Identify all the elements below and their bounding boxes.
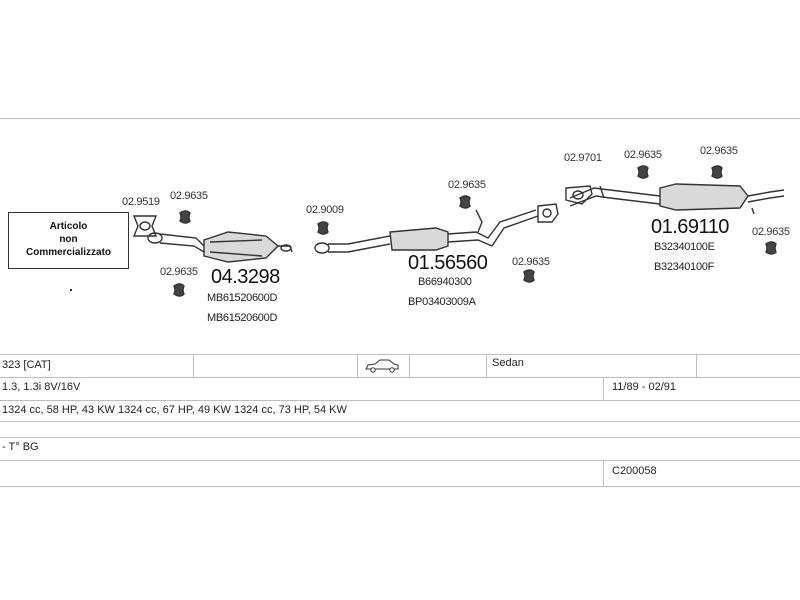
code-gasket-3: 02.9701 [564,152,602,164]
table-line-6 [0,460,800,461]
mid-muffler-icon [314,209,539,254]
clamp-7-icon [711,165,723,179]
box-line-3: Commercializzato [25,247,112,258]
dot-mark [70,289,72,291]
specs-cell: 1324 cc, 58 HP, 43 KW 1324 cc, 67 HP, 49… [2,404,347,416]
clamp-6-icon [637,165,649,179]
code-clamp-8: 02.9635 [752,226,790,238]
rear-muffler-icon [569,183,785,215]
code-clamp-6: 02.9635 [624,149,662,161]
clamp-1-icon [179,210,191,224]
table-vline-7 [603,460,604,486]
code-clamp-5: 02.9635 [512,256,550,268]
box-line-1: Articolo [49,221,88,232]
part-ref-mid-1: B66940300 [418,276,472,288]
part-number-rear-muffler: 01.69110 [651,216,729,238]
part-number-catalyst: 04.3298 [211,266,280,288]
part-ref-catalyst-1: MB61520600D [207,292,278,304]
table-line-4 [0,421,800,422]
code-clamp-2: 02.9635 [160,266,198,278]
code-clamp-4: 02.9635 [448,179,486,191]
table-vline-2 [357,354,358,377]
table-vline-3 [409,354,410,377]
part-ref-rear-2: B32340100F [654,261,714,273]
table-line-2 [0,377,800,378]
code-clamp-3: 02.9009 [306,204,344,216]
not-commercialized-box: Articolo non Commercializzato [8,212,129,269]
table-vline-6 [603,377,604,400]
model-cell: 323 [CAT] [2,359,51,371]
code-gasket-1: 02.9519 [122,196,160,208]
table-line-3 [0,400,800,401]
catalog-code-cell: C200058 [612,465,657,477]
table-vline-5 [696,354,697,377]
part-ref-catalyst-2: MB61520600D [207,312,278,324]
part-number-mid-muffler: 01.56560 [408,252,488,274]
clamp-4-icon [459,195,471,209]
table-line-7 [0,486,800,487]
clamp-8-icon [765,241,777,255]
table-vline-1 [193,354,194,377]
gasket-1-icon [132,215,158,237]
table-line-1 [0,354,800,355]
clamp-3-icon [317,221,329,235]
catalyst-icon [203,231,293,263]
table-line-5 [0,437,800,438]
part-ref-rear-1: B32340100E [654,241,715,253]
box-line-2: non [59,234,78,245]
code-clamp-7: 02.9635 [700,145,738,157]
years-cell: 11/89 - 02/91 [612,381,677,393]
body-type-cell: Sedan [492,357,524,369]
part-ref-mid-2: BP03403009A [408,296,476,308]
note-cell: - T° BG [2,441,39,453]
top-border [0,118,800,119]
sedan-car-icon [365,359,399,373]
engine-cell: 1.3, 1.3i 8V/16V [2,381,81,393]
front-pipe-icon [147,232,207,253]
table-vline-4 [486,354,487,377]
clamp-5-icon [523,269,535,283]
gasket-2-icon [537,203,559,223]
code-clamp-1: 02.9635 [170,190,208,202]
clamp-2-icon [173,283,185,297]
